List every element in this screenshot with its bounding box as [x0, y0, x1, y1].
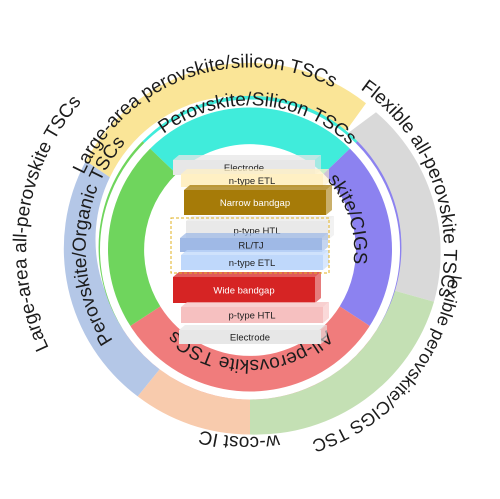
stack-layer: n-type ETL: [181, 250, 329, 270]
stack-layer: Electrode: [179, 325, 327, 344]
stack-layer-label: Electrode: [230, 333, 270, 344]
stack-layer: p-type HTL: [181, 302, 329, 323]
segment-dividers: [100, 99, 400, 400]
stack-layer: RL/TJ: [180, 233, 328, 252]
stack-layer-label: Narrow bandgap: [220, 198, 290, 209]
stack-layer: n-type ETL: [181, 169, 329, 187]
interconnection-layer-outline: [170, 217, 330, 274]
stack-layer-label: p-type HTL: [234, 226, 281, 237]
stack-layer: Narrow bandgap: [184, 185, 332, 215]
inner-segment-all-perovskite: [123, 306, 377, 400]
stack-layer-label: Wide bandgap: [213, 286, 274, 297]
stack-layer: Wide bandgap: [173, 272, 321, 303]
stack-layer-label: n-type ETL: [229, 176, 275, 187]
stack-layer-label: n-type ETL: [229, 258, 275, 269]
outer-segment-large-area-perovskite-silicon: [85, 62, 367, 178]
stack-layer-label: RL/TJ: [238, 241, 264, 252]
device-stack: Electrode n-type ETL Narrow bandgap p-type …: [170, 155, 334, 344]
outer-segment-low-cost-icls: [137, 362, 250, 435]
outer-segment-large-area-all-perovskite: [63, 161, 166, 397]
stack-layer-label: Electrode: [224, 163, 264, 174]
stack-layer-label: p-type HTL: [229, 311, 276, 322]
